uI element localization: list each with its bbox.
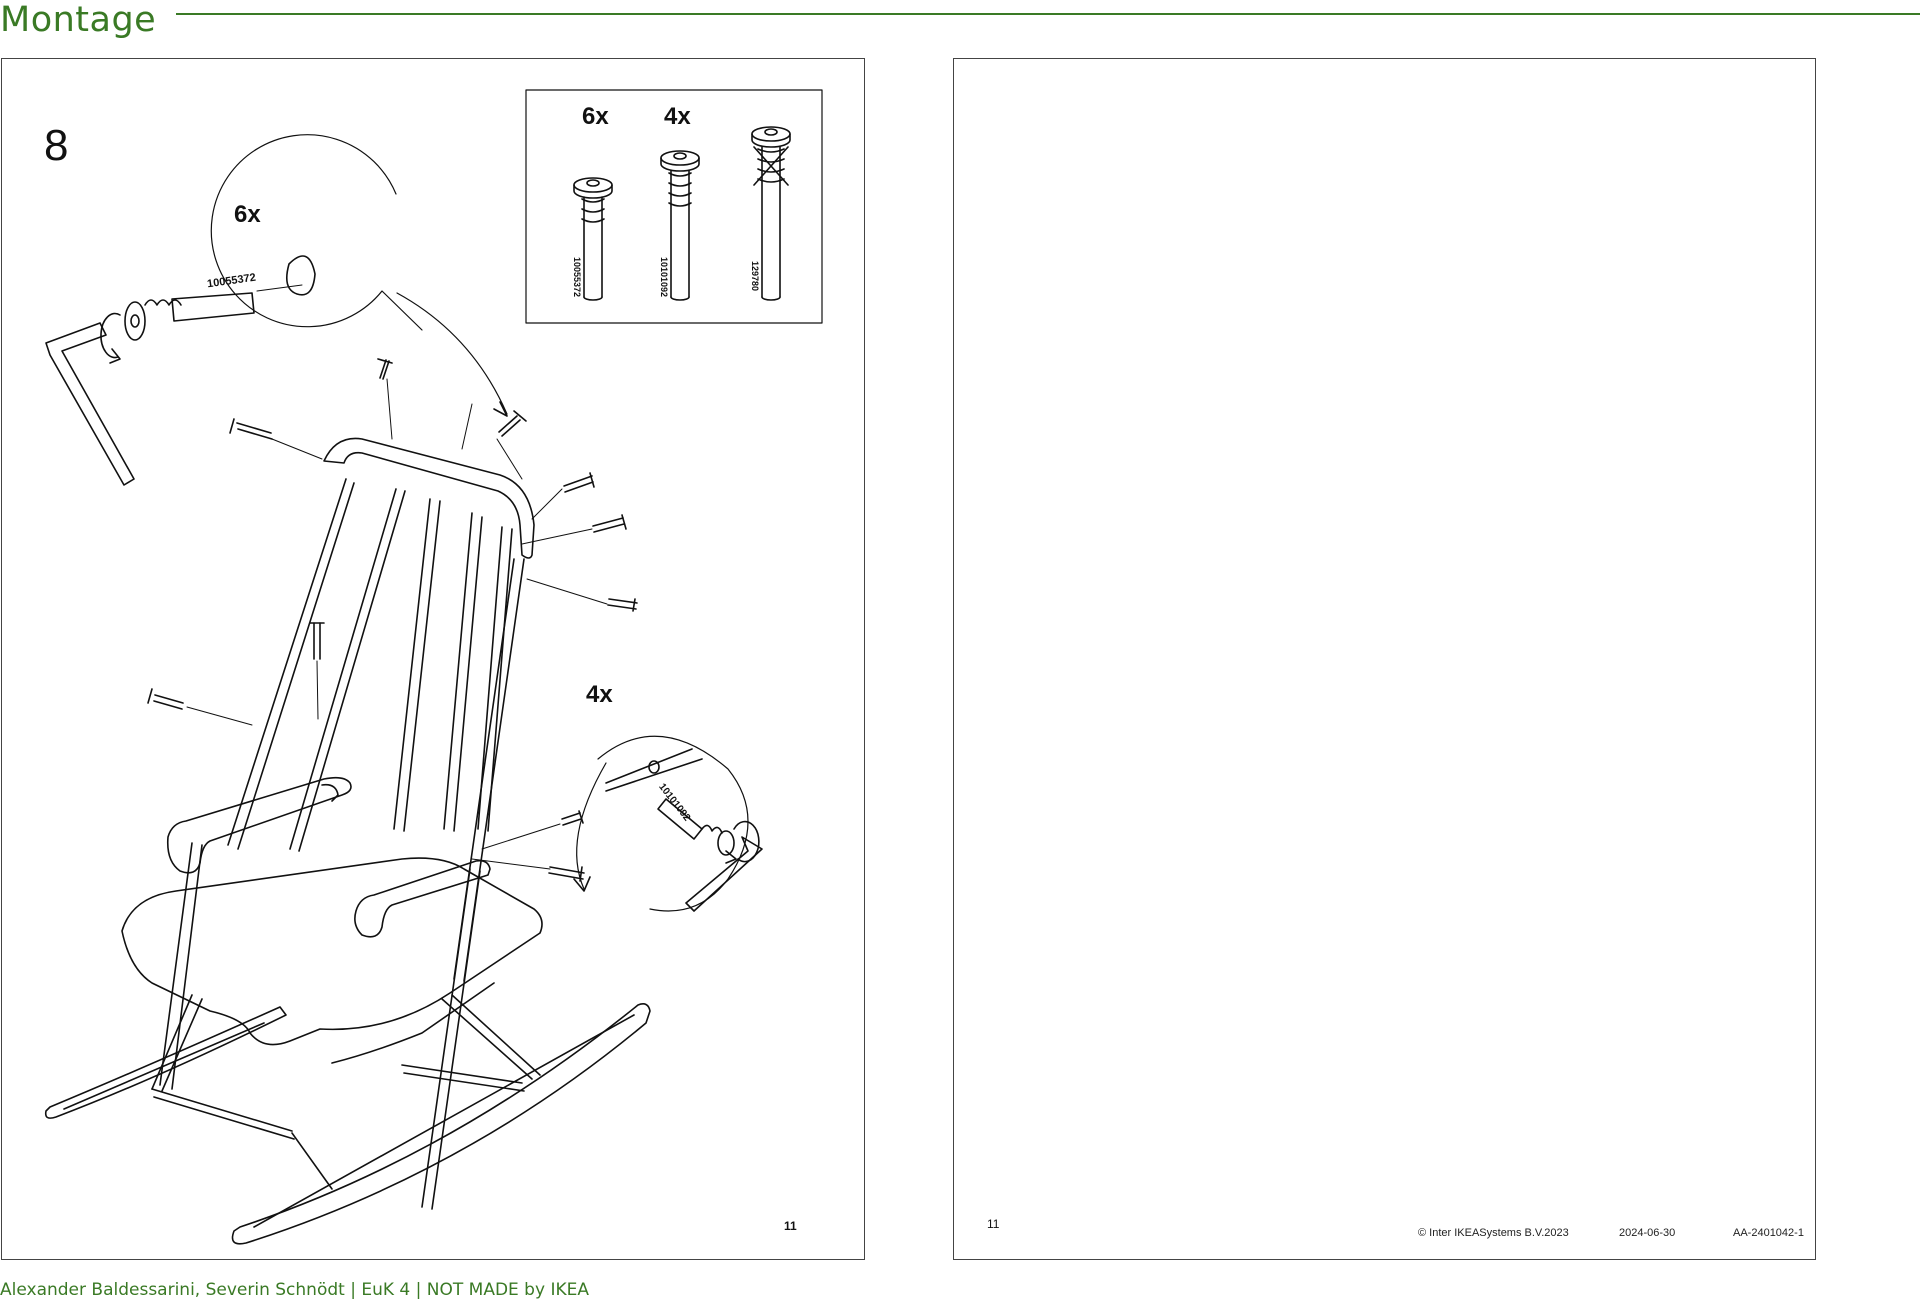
instruction-page-right: 11 © Inter IKEASystems B.V.2023 2024-06-… — [953, 58, 1816, 1260]
parts-box-part-number-3: 129780 — [750, 261, 760, 292]
rocker-right — [231, 1003, 651, 1245]
footer-credit: Alexander Baldessarini, Severin Schnödt … — [0, 1280, 589, 1300]
parts-box-quantity-2: 4x — [664, 103, 691, 130]
armrest-left — [166, 776, 352, 874]
document-date: 2024-06-30 — [1619, 1227, 1676, 1239]
page-number-left: 11 — [784, 1219, 797, 1233]
header-divider — [176, 13, 1920, 15]
screw-set — [147, 358, 638, 882]
bolt-129780-icon — [751, 126, 791, 301]
document-id: AA-2401042-1 — [1733, 1227, 1804, 1239]
step-number: 8 — [44, 121, 69, 170]
copyright-text: © Inter IKEASystems B.V.2023 — [1418, 1227, 1569, 1239]
callout-top-quantity: 6x — [234, 201, 261, 228]
bolt-10101092-icon — [660, 150, 700, 301]
bolt-10055372-icon — [573, 177, 613, 301]
assembly-illustration — [44, 89, 823, 1245]
seat — [121, 857, 543, 1046]
parts-box-quantity-1: 6x — [582, 103, 609, 130]
rocker-left — [44, 1006, 287, 1119]
parts-box — [525, 89, 823, 324]
page-number-right: 11 — [987, 1217, 1000, 1231]
armrest-right — [354, 859, 491, 938]
callout-right-quantity: 4x — [586, 681, 613, 708]
document-title: Montage — [0, 0, 157, 40]
parts-box-part-number-2: 10101092 — [659, 257, 669, 298]
top-rail — [323, 437, 535, 559]
instruction-page-left: 8 — [1, 58, 865, 1260]
parts-box-part-number-1: 10055372 — [572, 257, 582, 298]
